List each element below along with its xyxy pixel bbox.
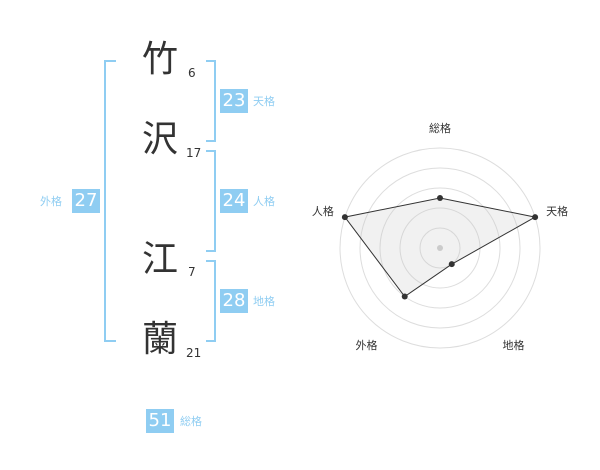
radar-center-dot xyxy=(437,245,443,251)
radar-axis-label-3: 地格 xyxy=(503,338,525,352)
radar-axis-label-4: 外格 xyxy=(355,338,377,352)
jinkaku-label: 人格 xyxy=(253,195,275,208)
stroke-count-1: 6 xyxy=(188,66,196,80)
soukaku-label: 総格 xyxy=(180,415,202,428)
name-char-1: 竹 xyxy=(142,39,179,80)
gaikaku-label: 外格 xyxy=(40,195,62,208)
stroke-count-2: 17 xyxy=(186,146,202,160)
chikaku-bracket xyxy=(206,260,216,342)
name-char-4: 蘭 xyxy=(142,319,179,360)
radar-ring xyxy=(379,187,501,309)
radar-ring xyxy=(339,147,541,349)
gaikaku-value: 27 xyxy=(72,189,100,213)
radar-ring xyxy=(419,227,461,269)
chikaku-label: 地格 xyxy=(253,295,275,308)
gaikaku-bracket xyxy=(104,60,116,342)
name-char-3: 江 xyxy=(142,239,179,280)
radar-point-5 xyxy=(341,214,348,221)
jinkaku-bracket xyxy=(206,150,216,252)
radar-point-2 xyxy=(532,214,539,221)
radar-point-4 xyxy=(401,293,408,300)
stroke-count-3: 7 xyxy=(188,265,196,279)
radar-series-area xyxy=(344,197,537,298)
radar-point-1 xyxy=(437,195,443,201)
jinkaku-value: 24 xyxy=(220,189,248,213)
radar-axis-label-2: 天格 xyxy=(546,204,568,218)
radar-axis-label-1: 総格 xyxy=(429,121,451,135)
stroke-count-4: 21 xyxy=(186,346,202,360)
tenkaku-bracket xyxy=(206,60,216,142)
tenkaku-value: 23 xyxy=(220,89,248,113)
name-char-2: 沢 xyxy=(142,119,179,160)
radar-ring xyxy=(359,167,521,329)
soukaku-value: 51 xyxy=(146,409,174,433)
chikaku-value: 28 xyxy=(220,289,248,313)
radar-point-3 xyxy=(448,261,455,268)
tenkaku-label: 天格 xyxy=(253,95,275,108)
radar-axis-label-5: 人格 xyxy=(312,204,334,218)
